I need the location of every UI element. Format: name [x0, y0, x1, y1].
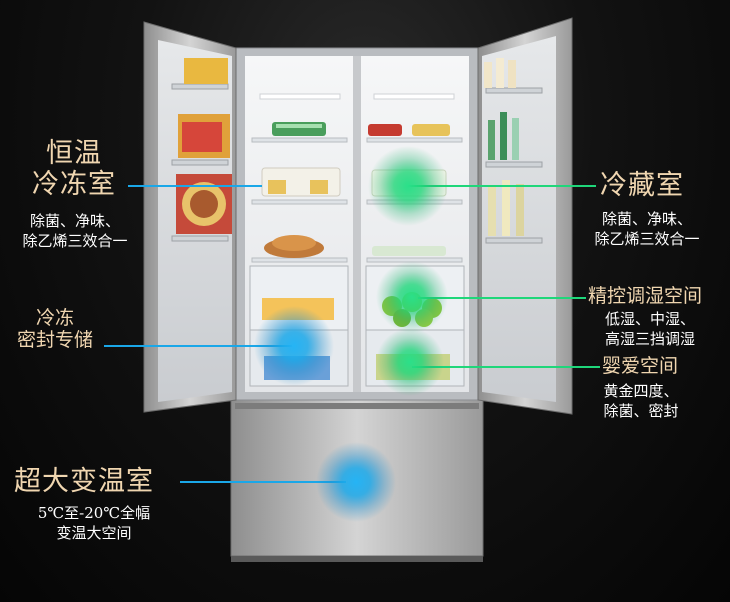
left-door [143, 21, 237, 413]
seal-storage-title-line2: 密封专储 [16, 328, 93, 351]
fridge-desc-line2: 除乙烯三效合一 [594, 229, 700, 248]
baby-desc: 黄金四度、 除菌、密封 [596, 382, 686, 421]
freezer-title-line2: 冷冻室 [32, 169, 116, 201]
seal-storage-title-line1: 冷冻 [35, 307, 74, 329]
variable-room-title: 超大变温室 [14, 466, 154, 497]
variable-room-desc-line1: 5℃至-20℃全幅 [37, 504, 151, 522]
freezer-title: 恒温 冷冻室 [24, 138, 124, 200]
variable-room-desc-line2: 变温大空间 [56, 523, 132, 542]
baby-glow [376, 328, 444, 396]
humidity-desc: 低湿、中湿、 高湿三挡调湿 [588, 310, 712, 349]
freezer-desc: 除菌、净味、 除乙烯三效合一 [10, 212, 140, 251]
humidity-glow [376, 261, 448, 333]
humidity-title: 精控调湿空间 [588, 285, 703, 307]
seal-storage-title: 冷冻 密封专储 [10, 307, 100, 352]
glow-markers [254, 146, 448, 522]
fridge-desc-line1: 除菌、净味、 [601, 210, 692, 228]
variable-room-desc: 5℃至-20℃全幅 变温大空间 [14, 504, 174, 543]
fridge-glow [368, 146, 448, 226]
fridge-desc: 除菌、净味、 除乙烯三效合一 [582, 210, 712, 249]
seal-storage-glow [254, 306, 334, 386]
humidity-desc-line1: 低湿、中湿、 [604, 310, 695, 328]
right-door [477, 17, 573, 415]
baby-title: 婴爱空间 [602, 355, 679, 377]
freezer-desc-line1: 除菌、净味、 [29, 212, 120, 230]
humidity-desc-line2: 高湿三挡调湿 [604, 329, 695, 348]
variable-room-glow [316, 442, 396, 522]
baby-desc-line2: 除菌、密封 [603, 401, 679, 420]
freezer-desc-line2: 除乙烯三效合一 [22, 231, 128, 250]
freezer-title-line1: 恒温 [46, 138, 102, 169]
fridge-title: 冷藏室 [600, 170, 684, 201]
baby-desc-line1: 黄金四度、 [603, 382, 679, 400]
